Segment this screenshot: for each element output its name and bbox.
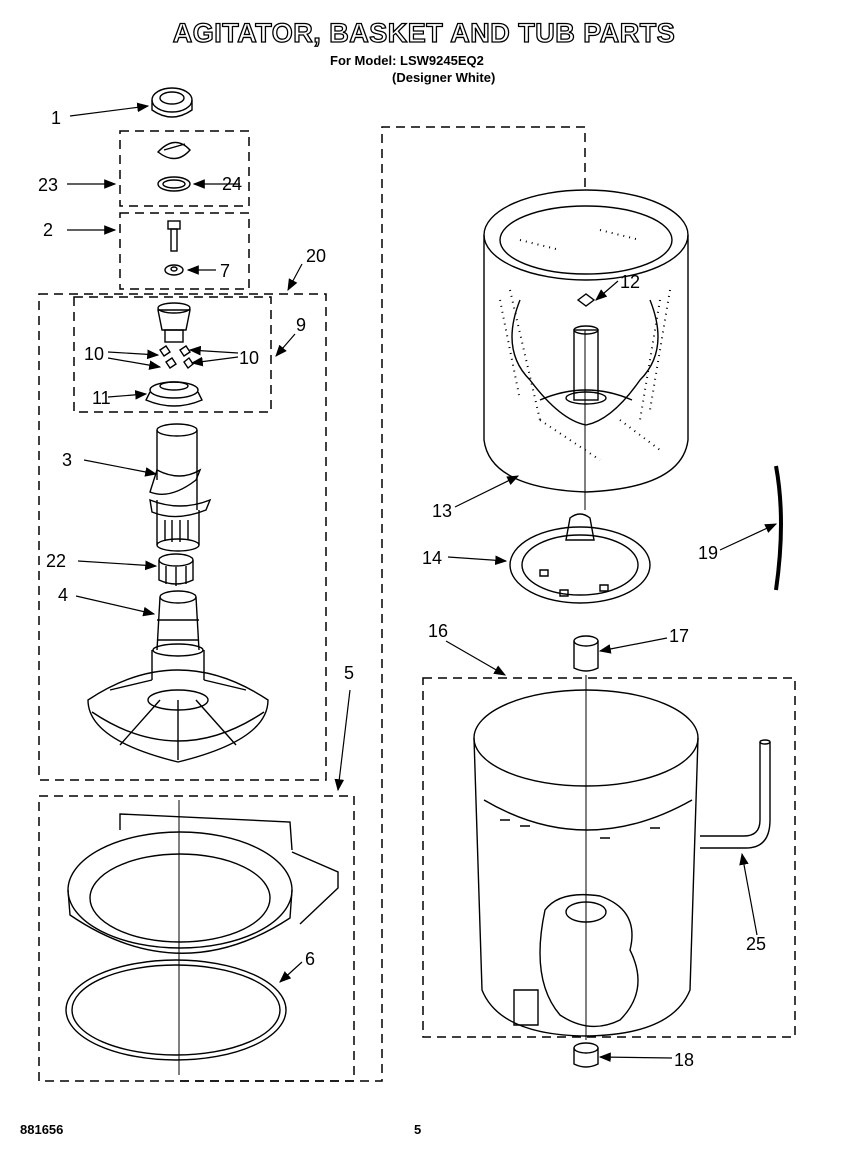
part-cap-insert xyxy=(156,141,191,160)
callout-11: 11 xyxy=(92,388,111,408)
part-snap-ring xyxy=(65,959,287,1061)
part-basket-drive-hub xyxy=(509,513,651,604)
variant-line: (Designer White) xyxy=(392,70,496,85)
callout-9: 9 xyxy=(296,315,306,335)
part-spin-bearing xyxy=(573,635,599,672)
part-coupling xyxy=(158,553,194,586)
part-basket xyxy=(483,189,689,493)
part-cam xyxy=(157,302,191,343)
leader-arrows xyxy=(67,102,778,1062)
part-tub-hose xyxy=(700,739,771,849)
callout-20: 20 xyxy=(306,246,326,266)
box-bolt xyxy=(119,212,250,290)
document-number: 881656 xyxy=(20,1122,64,1137)
part-drive-nut xyxy=(573,1042,599,1068)
callout-17: 17 xyxy=(669,626,689,646)
box-agitator-assembly xyxy=(38,293,327,781)
part-hose xyxy=(774,465,783,591)
page-number: 5 xyxy=(414,1122,422,1137)
box-cam-kit xyxy=(73,296,272,413)
part-agitator-cap xyxy=(151,87,193,118)
basket-perforations xyxy=(499,229,671,461)
callout-13: 13 xyxy=(432,501,452,521)
callout-2: 2 xyxy=(43,220,53,240)
callout-14: 14 xyxy=(422,548,442,568)
part-agitator-base xyxy=(87,590,269,763)
part-bolt xyxy=(167,220,181,252)
model-line: For Model: LSW9245EQ2 xyxy=(330,53,484,68)
callout-10-left: 10 xyxy=(84,344,104,364)
connector-line xyxy=(180,126,586,1082)
box-agitator-cap xyxy=(119,130,250,207)
callout-1: 1 xyxy=(51,108,61,128)
part-outer-tub xyxy=(473,689,699,1037)
part-agitator-barrel xyxy=(149,423,212,552)
callout-5: 5 xyxy=(344,663,354,683)
callout-7: 7 xyxy=(220,261,230,281)
callout-23: 23 xyxy=(38,175,58,195)
callout-18: 18 xyxy=(674,1050,694,1070)
part-tub-ring xyxy=(67,813,339,954)
callout-10-right: 10 xyxy=(239,348,259,368)
group-boxes xyxy=(38,126,796,1082)
callout-19: 19 xyxy=(698,543,718,563)
callout-16: 16 xyxy=(428,621,448,641)
callout-24: 24 xyxy=(222,174,242,194)
callout-25: 25 xyxy=(746,934,766,954)
callout-6: 6 xyxy=(305,949,315,969)
callout-22: 22 xyxy=(46,551,66,571)
box-outer-tub xyxy=(422,677,796,1038)
part-o-ring xyxy=(157,176,191,192)
part-dogs xyxy=(159,345,194,370)
page-title: AGITATOR, BASKET AND TUB PARTS xyxy=(172,17,676,48)
callout-3: 3 xyxy=(62,450,72,470)
part-washer xyxy=(164,264,184,276)
part-cam-ring xyxy=(145,381,203,407)
callout-12: 12 xyxy=(620,272,640,292)
callout-4: 4 xyxy=(58,585,68,605)
